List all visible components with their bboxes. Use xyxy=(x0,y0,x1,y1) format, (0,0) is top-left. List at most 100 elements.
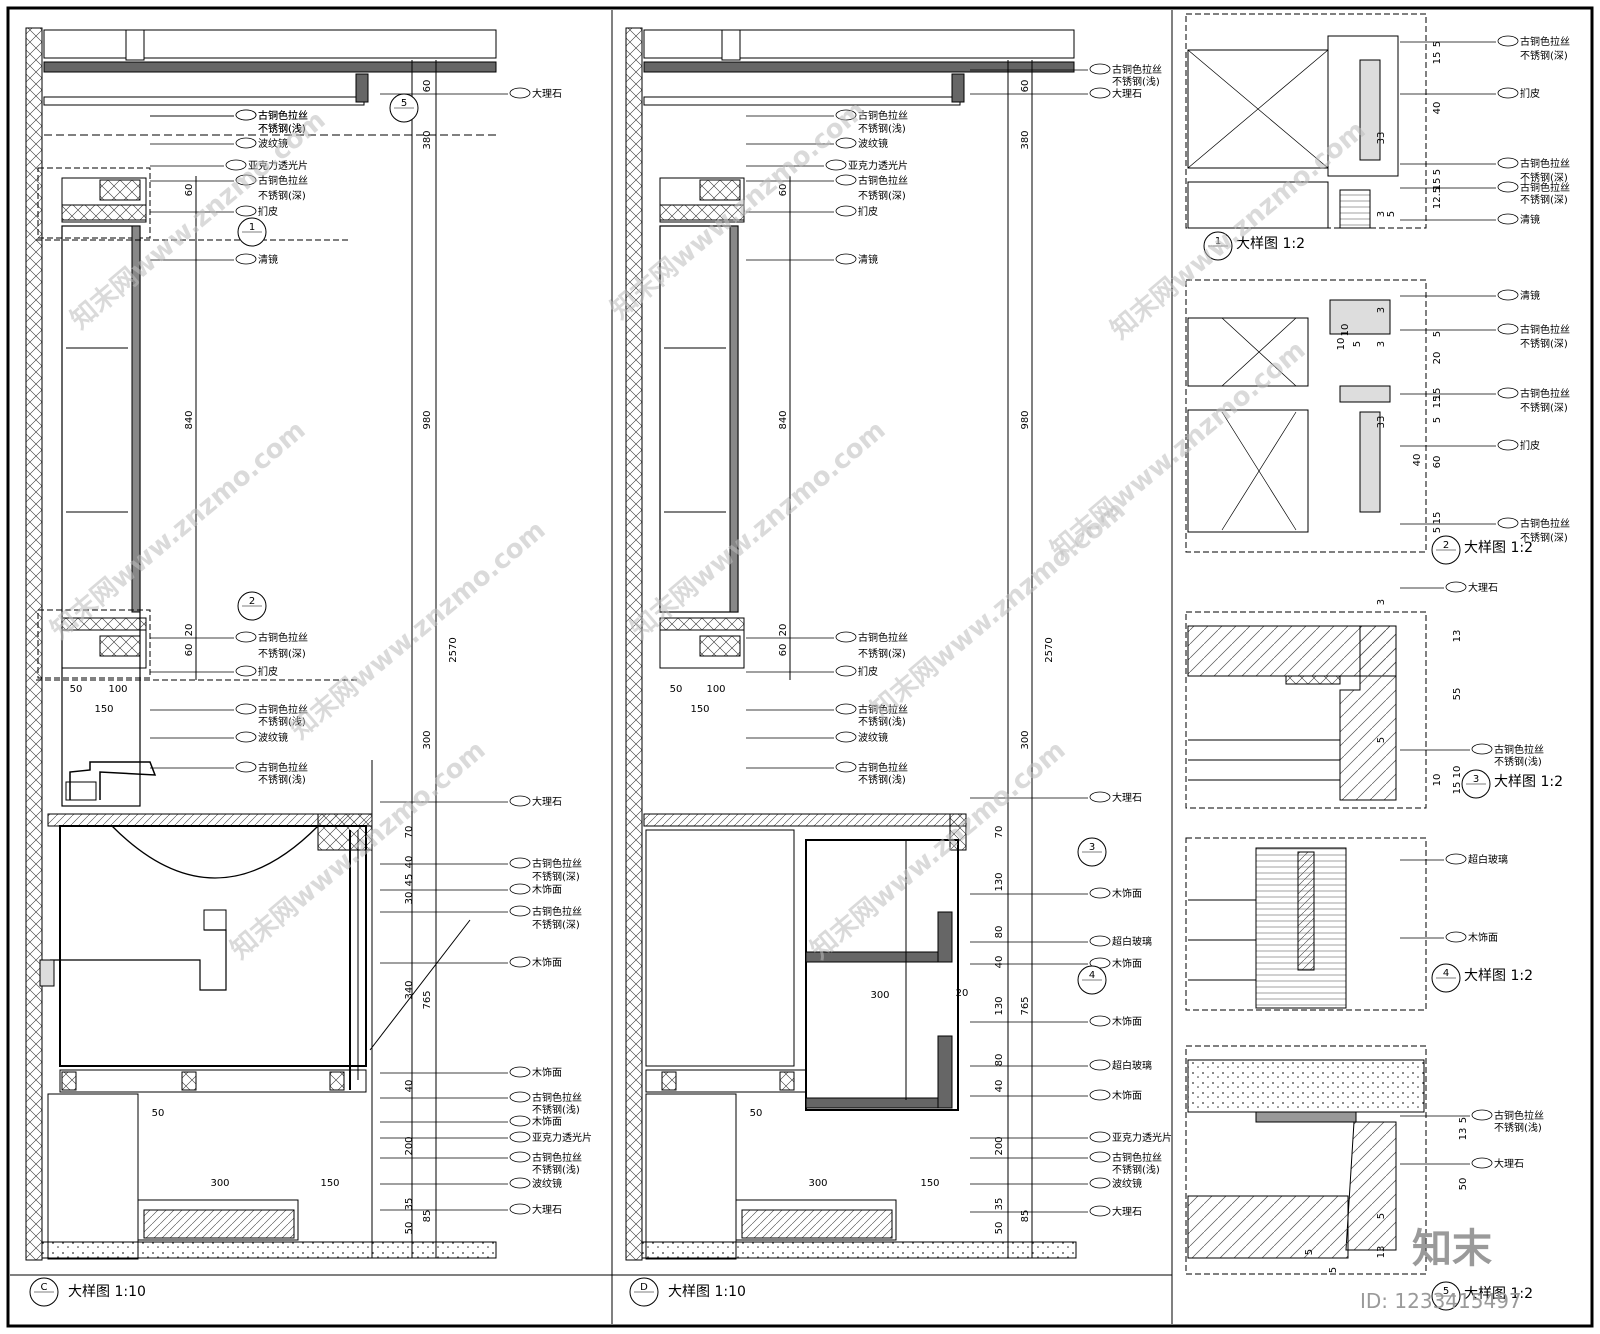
detail-material-label: 不锈钢(深) xyxy=(1520,337,1568,350)
detail-number: 1 xyxy=(1215,236,1221,247)
elev-c-material-label: 大理石 xyxy=(532,1203,562,1216)
material-tag xyxy=(1089,1059,1111,1071)
material-tag xyxy=(835,205,857,217)
elev-d-material-label: 木饰面 xyxy=(1112,1015,1142,1028)
material-tag xyxy=(835,174,857,186)
material-tag xyxy=(225,159,247,171)
elev-c-material-label: 扪皮 xyxy=(258,665,278,678)
elev-c-material-label: 不锈钢(深) xyxy=(258,647,306,660)
material-tag xyxy=(509,1115,531,1127)
elev-d-dimension: 980 xyxy=(1020,410,1031,429)
elev-c-material-label: 波纹镜 xyxy=(258,731,288,744)
material-tag xyxy=(835,109,857,121)
elev-d-material-label: 不锈钢(浅) xyxy=(1112,1163,1160,1176)
material-tag xyxy=(509,1066,531,1078)
material-tag xyxy=(509,857,531,869)
material-tag xyxy=(1497,213,1519,225)
detail-dimension: 5 xyxy=(1386,211,1397,217)
elev-c-material-label: 古铜色拉丝 xyxy=(258,109,308,122)
material-tag xyxy=(509,1151,531,1163)
elev-c-material-label: 不锈钢(浅) xyxy=(258,773,306,786)
elev-c-material-label: 古铜色拉丝 xyxy=(258,109,308,122)
detail-3-drawing xyxy=(1185,611,1427,809)
detail-material-label: 古铜色拉丝 xyxy=(1520,181,1570,194)
watermark-id: ID: 1233415497 xyxy=(1360,1289,1522,1313)
elev-c-dimension: 380 xyxy=(422,130,433,149)
material-tag xyxy=(235,631,257,643)
detail-dimension: 20 xyxy=(1432,352,1443,365)
panel-key: D xyxy=(640,1282,648,1293)
material-tag xyxy=(235,761,257,773)
detail-dimension: 15 xyxy=(1432,178,1443,191)
detail-dimension: 12.5 xyxy=(1432,187,1443,209)
detail-dimension: 5 xyxy=(1352,341,1363,347)
detail-number: 2 xyxy=(1443,540,1449,551)
material-tag xyxy=(1471,743,1493,755)
detail-dimension: 15 xyxy=(1432,52,1443,65)
elev-d-dimension: 60 xyxy=(1020,80,1031,93)
detail-material-label: 扪皮 xyxy=(1520,439,1540,452)
callout-number: 5 xyxy=(401,98,407,109)
material-tag xyxy=(1089,791,1111,803)
detail-dimension: 33 xyxy=(1376,132,1387,145)
material-tag xyxy=(1089,1177,1111,1189)
detail-5-drawing xyxy=(1185,1045,1427,1275)
material-tag xyxy=(509,87,531,99)
elev-d-dimension: 840 xyxy=(778,410,789,429)
elev-d-dimension: 300 xyxy=(1020,730,1031,749)
detail-dimension: 15 xyxy=(1432,396,1443,409)
elev-d-material-label: 超白玻璃 xyxy=(1112,935,1152,948)
elev-c-material-label: 大理石 xyxy=(532,87,562,100)
elev-c-dimension: 100 xyxy=(108,684,127,695)
detail-dimension: 55 xyxy=(1452,688,1463,701)
elev-d-dimension: 130 xyxy=(994,996,1005,1015)
material-tag xyxy=(835,761,857,773)
material-tag xyxy=(509,905,531,917)
elev-c-material-label: 古铜色拉丝 xyxy=(532,857,582,870)
detail-dimension: 5 xyxy=(1328,1267,1339,1273)
detail-number: 4 xyxy=(1443,968,1449,979)
detail-4-drawing xyxy=(1185,837,1427,1011)
material-tag xyxy=(835,703,857,715)
elev-d-material-label: 木饰面 xyxy=(1112,887,1142,900)
elev-c-material-label: 木饰面 xyxy=(532,883,562,896)
material-tag xyxy=(1089,1151,1111,1163)
elev-c-dimension: 50 xyxy=(152,1108,165,1119)
material-tag xyxy=(1089,1089,1111,1101)
detail-dimension: 50 xyxy=(1458,1178,1469,1191)
material-tag xyxy=(1497,157,1519,169)
elev-c-material-label: 不锈钢(深) xyxy=(258,189,306,202)
material-tag xyxy=(1089,1205,1111,1217)
elev-d-material-label: 不锈钢(浅) xyxy=(1112,75,1160,88)
material-tag xyxy=(835,253,857,265)
detail-material-label: 古铜色拉丝 xyxy=(1520,35,1570,48)
elev-c-dimension: 85 xyxy=(422,1210,433,1223)
material-tag xyxy=(1497,323,1519,335)
elev-c-dimension: 40 xyxy=(404,856,415,869)
material-tag xyxy=(835,665,857,677)
callout-number: 2 xyxy=(249,596,255,607)
elev-d-material-label: 不锈钢(深) xyxy=(858,189,906,202)
material-tag xyxy=(1089,63,1111,75)
detail-dimension: 60 xyxy=(1432,456,1443,469)
elev-c-material-label: 不锈钢(浅) xyxy=(258,122,306,135)
material-tag xyxy=(835,731,857,743)
elev-d-material-label: 扪皮 xyxy=(858,205,878,218)
elev-c-material-label: 木饰面 xyxy=(532,1115,562,1128)
elev-d-dimension: 100 xyxy=(706,684,725,695)
elev-c-material-label: 波纹镜 xyxy=(532,1177,562,1190)
detail-material-label: 不锈钢(浅) xyxy=(1494,755,1542,768)
material-tag xyxy=(509,795,531,807)
elev-c-dimension: 340 xyxy=(404,980,415,999)
elev-d-material-label: 不锈钢(浅) xyxy=(858,773,906,786)
elev-c-material-label: 木饰面 xyxy=(532,1066,562,1079)
detail-dimension: 5 xyxy=(1432,331,1443,337)
elevation-c xyxy=(25,27,497,1261)
detail-dimension: 40 xyxy=(1432,102,1443,115)
elev-c-dimension: 20 xyxy=(184,624,195,637)
elev-c-dimension: 50 xyxy=(404,1222,415,1235)
detail-dimension: 15 xyxy=(1452,782,1463,795)
detail-dimension: 10 xyxy=(1432,774,1443,787)
detail-dimension: 13 xyxy=(1458,1128,1469,1141)
callout-number: 3 xyxy=(1089,842,1095,853)
